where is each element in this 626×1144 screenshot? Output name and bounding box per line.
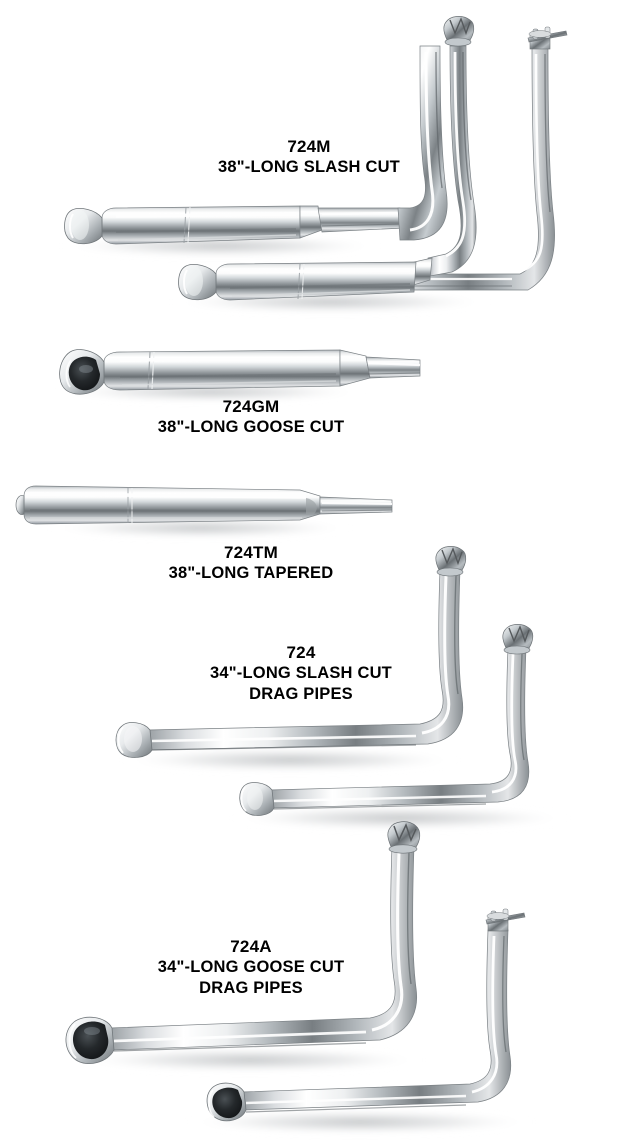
pipe-724A-rear [206, 908, 526, 1122]
product-desc-724A-line2: DRAG PIPES [199, 979, 303, 997]
product-code-724: 724 [286, 643, 316, 662]
product-image-724TM [15, 485, 393, 538]
product-desc-724-line1: 34"-LONG SLASH CUT [210, 664, 392, 682]
product-image-724 [115, 546, 570, 830]
product-image-724A [65, 821, 535, 1134]
pipe-724-rear [239, 624, 534, 816]
pipe-724M-lower [178, 16, 477, 301]
product-image-724M [60, 16, 568, 313]
tip-724A-front-goose-cut [65, 1016, 115, 1064]
flange-724-rear [502, 624, 534, 655]
product-code-724A: 724A [230, 937, 272, 956]
tip-724GM-goose-cut [59, 349, 105, 395]
pipe-724A-front [65, 821, 421, 1064]
flange-724A-rear [485, 908, 526, 932]
flange-724M-rear [527, 26, 568, 50]
tip-724A-rear-goose-cut [206, 1082, 247, 1122]
flange-724A-front [387, 821, 421, 854]
product-desc-724A-line1: 34"-LONG GOOSE CUT [157, 958, 345, 976]
flange-724M-lower [443, 16, 475, 47]
product-caption-724M: 724M 38"-LONG SLASH CUT [168, 136, 450, 178]
product-desc-724M-line1: 38"-LONG SLASH CUT [218, 158, 400, 176]
pipe-724M-upper [64, 205, 405, 245]
flange-724-front [435, 546, 467, 577]
product-code-724M: 724M [287, 137, 331, 156]
product-caption-724A: 724A 34"-LONG GOOSE CUT DRAG PIPES [106, 936, 396, 999]
product-caption-724TM: 724TM 38"-LONG TAPERED [106, 542, 396, 584]
header-724M-upper [397, 45, 448, 241]
product-code-724TM: 724TM [224, 543, 278, 562]
product-caption-724GM: 724GM 38"-LONG GOOSE CUT [106, 396, 396, 438]
tip-724-rear-slash-cut [239, 782, 275, 816]
pipe-724-front [115, 546, 467, 758]
tip-724TM-tapered [15, 495, 25, 515]
product-code-724GM: 724GM [222, 397, 280, 416]
tip-724M-lower-slash-cut [178, 264, 217, 301]
tip-724-front-slash-cut [115, 722, 153, 758]
product-image-724GM [55, 349, 421, 402]
product-desc-724TM-line1: 38"-LONG TAPERED [168, 564, 334, 582]
tip-724M-upper-slash-cut [64, 208, 103, 245]
product-caption-724: 724 34"-LONG SLASH CUT DRAG PIPES [156, 642, 446, 705]
product-desc-724GM-line1: 38"-LONG GOOSE CUT [157, 418, 345, 436]
product-desc-724-line2: DRAG PIPES [249, 685, 353, 703]
